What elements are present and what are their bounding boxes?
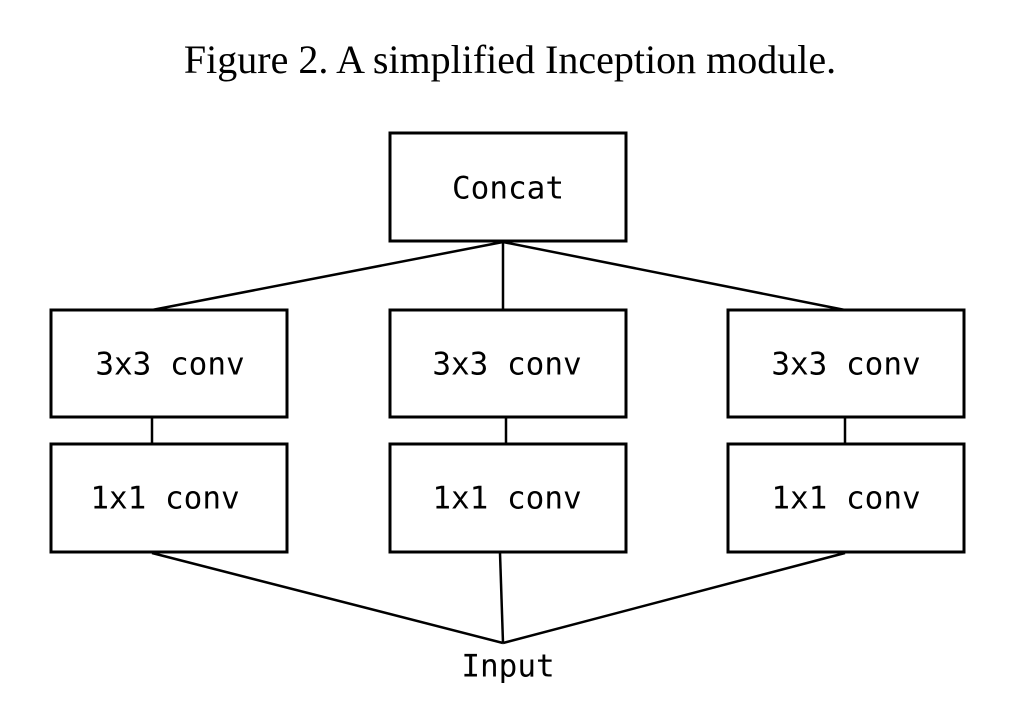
- edge-concat-branch-1: [151, 240, 504, 312]
- conv1x1-box: [49, 442, 289, 554]
- branch-1: 3x3 conv 1x1 conv: [49, 308, 289, 554]
- concat-node: Concat: [388, 131, 628, 243]
- conv3x3-label: 3x3 conv: [771, 347, 920, 383]
- concat-connectors: [151, 240, 846, 312]
- edge-input-branch-1: [151, 551, 504, 645]
- conv3x3-box: [49, 308, 289, 419]
- conv1x1-label: 1x1 conv: [432, 481, 581, 517]
- conv1x1-box: [388, 442, 628, 554]
- concat-box: [388, 131, 628, 243]
- branch-connectors: [150, 418, 847, 443]
- input-connectors: [151, 551, 846, 645]
- conv3x3-box: [726, 308, 966, 419]
- conv3x3-label: 3x3 conv: [432, 347, 581, 383]
- branch-2: 3x3 conv 1x1 conv: [388, 308, 628, 554]
- conv3x3-label: 3x3 conv: [95, 347, 244, 383]
- conv1x1-label: 1x1 conv: [90, 481, 239, 517]
- conv1x1-box: [726, 442, 966, 554]
- edge-input-branch-3: [502, 551, 846, 645]
- conv1x1-label: 1x1 conv: [771, 481, 920, 517]
- edge-concat-branch-3: [502, 240, 846, 312]
- edge-input-branch-2: [498, 552, 505, 644]
- branch-3: 3x3 conv 1x1 conv: [726, 308, 966, 554]
- concat-label: Concat: [452, 171, 564, 207]
- conv3x3-box: [388, 308, 628, 419]
- figure-caption: Figure 2. A simplified Inception module.: [183, 37, 837, 82]
- input-label: Input: [461, 649, 554, 685]
